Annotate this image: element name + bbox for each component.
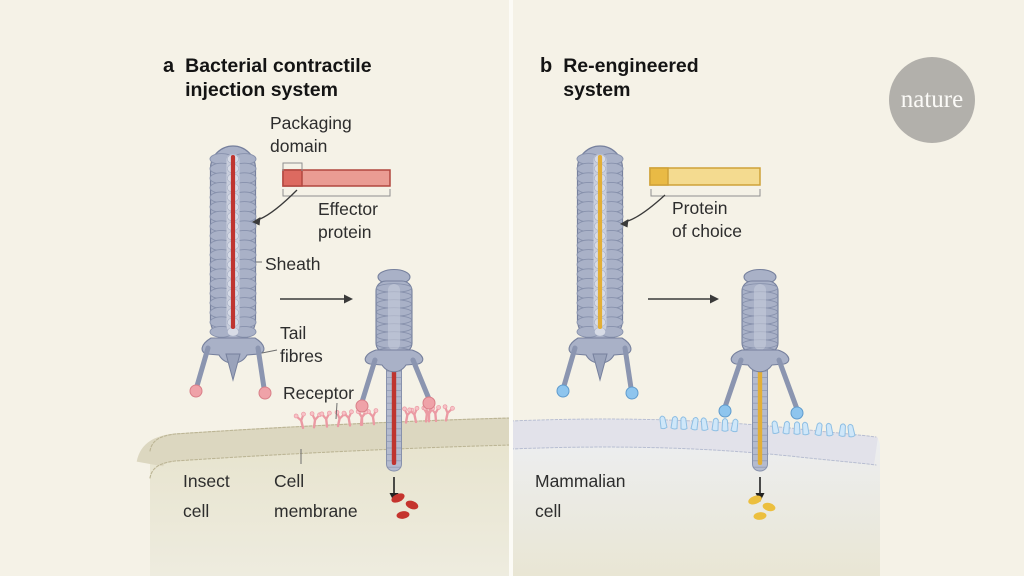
receptor-label: Receptor	[283, 382, 354, 405]
protein-of-choice-bracket	[650, 189, 761, 197]
effector-protein-bracket	[282, 189, 391, 197]
packaging-domain-bracket	[282, 162, 303, 171]
title-line: Re-engineered	[563, 55, 699, 77]
title-line: Bacterial contractile	[185, 55, 372, 77]
insect-cell-label: Insect cell	[183, 466, 230, 526]
label-line: Packaging	[270, 113, 352, 133]
label-line: Insect	[183, 471, 230, 491]
insect-cell-region	[136, 417, 512, 576]
receptor-blue-icon	[814, 422, 823, 436]
released-effector-blobs	[391, 493, 419, 519]
panel-b-letter: b	[540, 55, 553, 77]
receptor-blue-icon	[659, 415, 668, 430]
receptor-blue-icon	[847, 423, 856, 438]
receptor-pink-icon	[402, 406, 415, 424]
label-line: of choice	[672, 221, 743, 241]
phage-contracted-a	[355, 268, 436, 472]
receptor-blue-icon	[825, 422, 834, 437]
panel-a-letter: a	[163, 55, 175, 77]
receptor-blue-icon	[793, 421, 801, 435]
released-protein-blobs	[748, 495, 776, 520]
title-line: system	[563, 79, 631, 101]
protein-of-choice-bar	[649, 167, 761, 197]
nature-logo: nature	[889, 57, 975, 143]
pointer-lines	[256, 261, 338, 464]
label-line: cell	[535, 501, 562, 521]
label-line: Protein	[672, 198, 728, 218]
title-line: injection system	[185, 79, 338, 101]
packaging-domain-label: Packaging domain	[270, 112, 352, 158]
sheath-label: Sheath	[265, 253, 320, 276]
label-line: membrane	[274, 501, 358, 521]
receptor-pink-icon	[442, 404, 455, 422]
panel-b-title: b Re-engineered system	[540, 54, 699, 102]
label-line: domain	[270, 136, 328, 156]
mammalian-cell-label: Mammalian cell	[535, 466, 625, 526]
receptors-panel-b	[659, 415, 856, 438]
receptor-blue-icon	[690, 416, 699, 431]
receptor-pink-icon	[407, 405, 420, 424]
receptor-blue-icon	[802, 421, 810, 436]
label-line: Receptor	[283, 383, 355, 403]
receptor-blue-icon	[838, 423, 846, 437]
panel-divider	[509, 0, 513, 576]
receptor-blue-icon	[700, 417, 709, 431]
receptor-pink-icon	[319, 410, 332, 428]
receptor-blue-icon	[721, 418, 729, 432]
label-line: Cell	[274, 471, 305, 491]
nature-logo-text: nature	[900, 86, 964, 113]
label-line: protein	[318, 222, 372, 242]
label-line: Mammalian	[535, 471, 626, 491]
tail-fibres-label: Tail fibres	[280, 322, 323, 368]
receptor-blue-icon	[771, 420, 780, 435]
panel-a-title: a Bacterial contractile injection system	[163, 54, 372, 102]
receptor-blue-icon	[670, 415, 678, 430]
phage-contracted-b	[718, 268, 804, 472]
receptor-pink-icon	[309, 411, 322, 429]
label-line: Tail	[280, 323, 307, 343]
receptor-pink-icon	[341, 409, 354, 427]
receptors-panel-a	[293, 404, 455, 430]
phage-extended-a	[189, 145, 272, 400]
protein-of-choice-label: Protein of choice	[672, 197, 742, 243]
phage-extended-b	[556, 145, 639, 400]
label-line: cell	[183, 501, 210, 521]
effector-protein-bar	[282, 162, 391, 197]
effector-protein-label: Effector protein	[318, 198, 378, 244]
receptor-pink-icon	[293, 411, 306, 430]
label-line: fibres	[280, 346, 323, 366]
label-line: Sheath	[265, 254, 321, 274]
receptor-blue-icon	[711, 417, 719, 432]
receptor-blue-icon	[680, 416, 688, 430]
label-line: Effector	[318, 199, 378, 219]
cell-membrane-label: Cell membrane	[274, 466, 358, 526]
mammalian-cell-region	[510, 418, 880, 576]
receptor-blue-icon	[730, 418, 739, 433]
receptor-blue-icon	[782, 420, 790, 435]
